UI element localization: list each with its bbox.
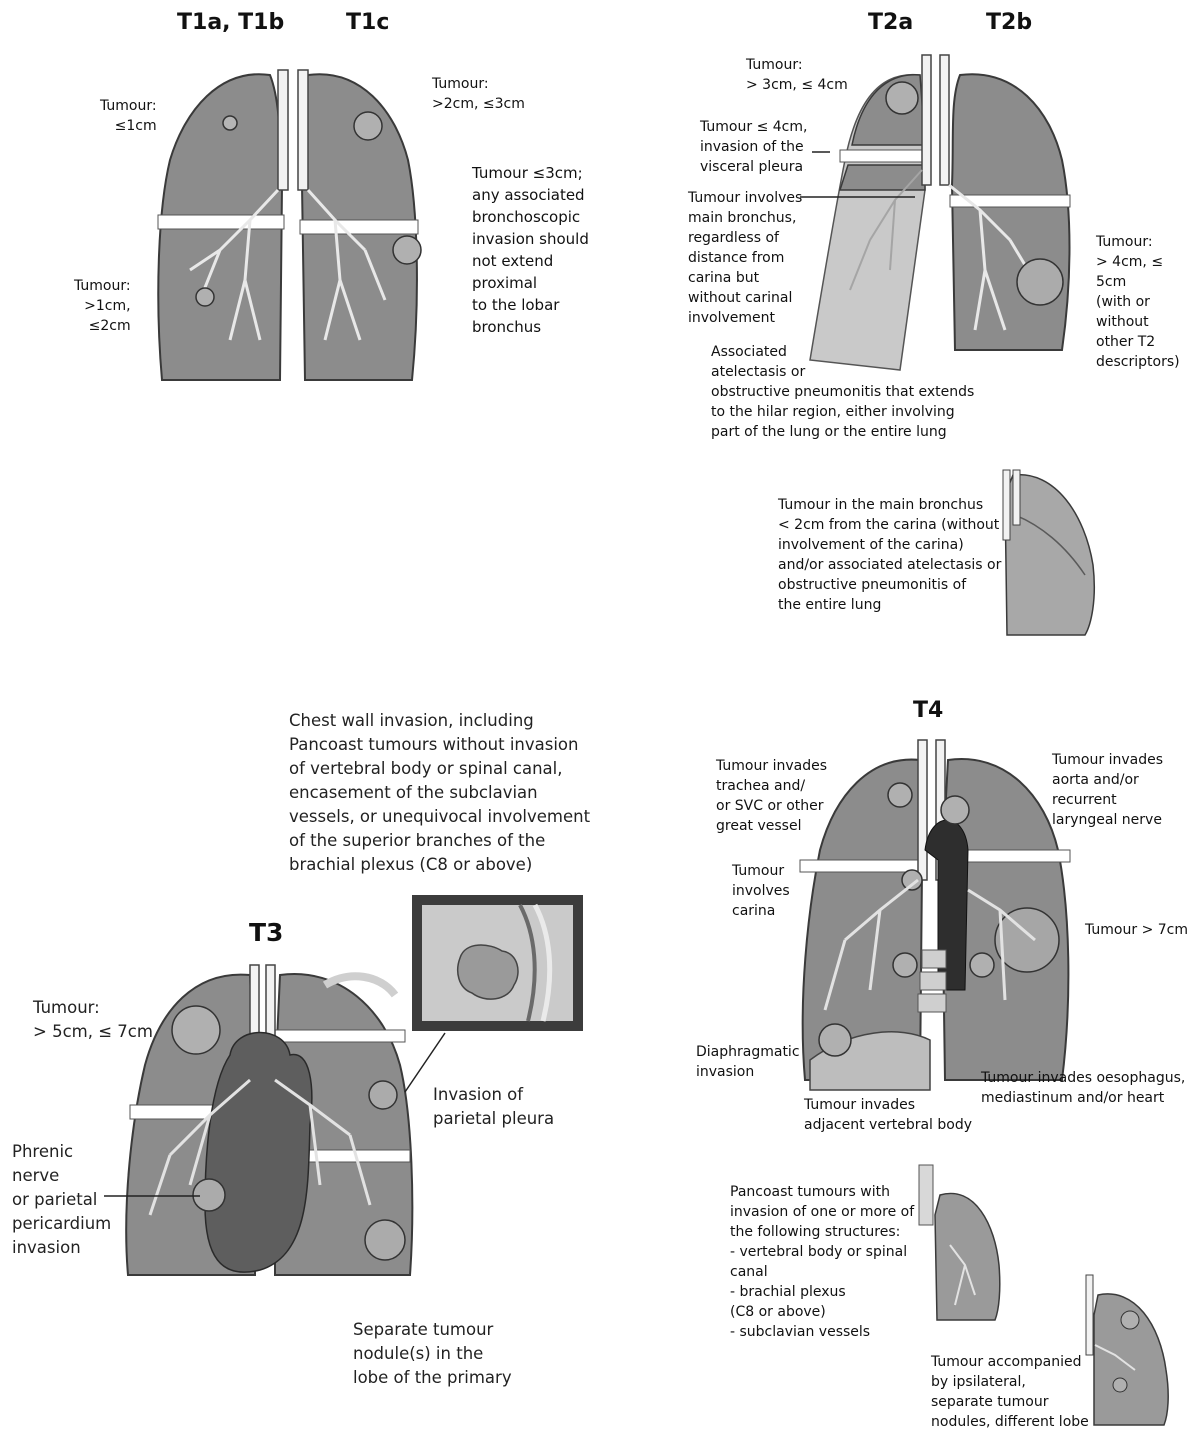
chest-wall-label: Chest wall invasion, including Pancoast … bbox=[289, 709, 590, 877]
t4-size-label: Tumour > 7cm bbox=[1085, 920, 1188, 940]
t4-lungs-illustration bbox=[790, 740, 1090, 1120]
separate-nodule-label: Separate tumour nodule(s) in the lobe of… bbox=[353, 1318, 512, 1390]
aorta-invasion-label: Tumour invades aorta and/or recurrent la… bbox=[1052, 750, 1163, 830]
carina-label: Tumour involves carina bbox=[732, 861, 790, 921]
oesophagus-invasion-label: Tumour invades oesophagus, mediastinum a… bbox=[981, 1068, 1185, 1108]
phrenic-nerve-label: Phrenic nerve or parietal pericardium in… bbox=[12, 1140, 111, 1260]
t4-pancoast-lung-illustration bbox=[915, 1165, 1005, 1325]
pancoast-label: Pancoast tumours with invasion of one or… bbox=[730, 1182, 914, 1342]
ipsilateral-nodules-label: Tumour accompanied by ipsilateral, separ… bbox=[931, 1352, 1089, 1432]
t4-ipsilateral-lung-illustration bbox=[1080, 1275, 1175, 1430]
trachea-invasion-label: Tumour invades trachea and/ or SVC or ot… bbox=[716, 756, 827, 836]
diaphragm-invasion-label: Diaphragmatic invasion bbox=[696, 1042, 800, 1082]
parietal-pleura-label: Invasion of parietal pleura bbox=[433, 1083, 554, 1131]
t3-size-label: Tumour: > 5cm, ≤ 7cm bbox=[33, 996, 153, 1044]
vertebral-invasion-label: Tumour invades adjacent vertebral body bbox=[804, 1095, 972, 1135]
